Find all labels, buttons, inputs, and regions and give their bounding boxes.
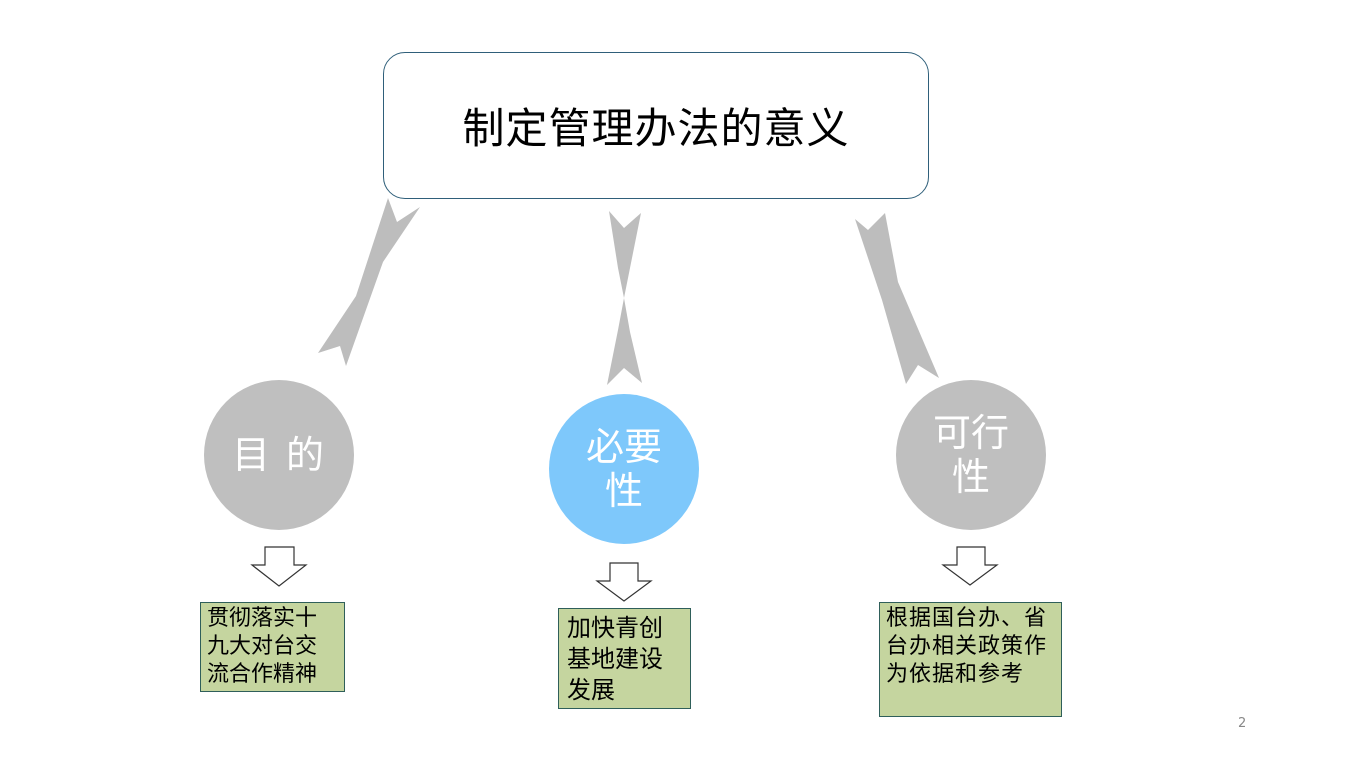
connector-arrow-middle bbox=[607, 211, 642, 385]
circle-necessity: 必要性 bbox=[549, 394, 699, 544]
down-arrow-middle bbox=[595, 562, 653, 602]
diagram-title: 制定管理办法的意义 bbox=[462, 104, 850, 153]
circle-purpose: 目 的 bbox=[204, 380, 354, 530]
note-purpose: 贯彻落实十九大对台交流合作精神 bbox=[200, 602, 345, 692]
title-box: 制定管理办法的意义 bbox=[383, 52, 929, 199]
down-arrow-left bbox=[250, 546, 308, 587]
circle-feasibility: 可行性 bbox=[896, 380, 1046, 530]
note-necessity: 加快青创基地建设发展 bbox=[558, 608, 691, 709]
page-number: 2 bbox=[1238, 716, 1247, 731]
note-feasibility: 根据国台办、省台办相关政策作为依据和参考 bbox=[879, 602, 1062, 717]
down-arrow-right bbox=[941, 546, 999, 586]
circle-feasibility-label: 可行性 bbox=[932, 411, 1009, 499]
connector-arrow-right bbox=[855, 213, 939, 384]
circle-purpose-label: 目 的 bbox=[231, 433, 327, 477]
connector-arrow-left bbox=[318, 198, 420, 366]
circle-necessity-label: 必要性 bbox=[585, 425, 662, 513]
